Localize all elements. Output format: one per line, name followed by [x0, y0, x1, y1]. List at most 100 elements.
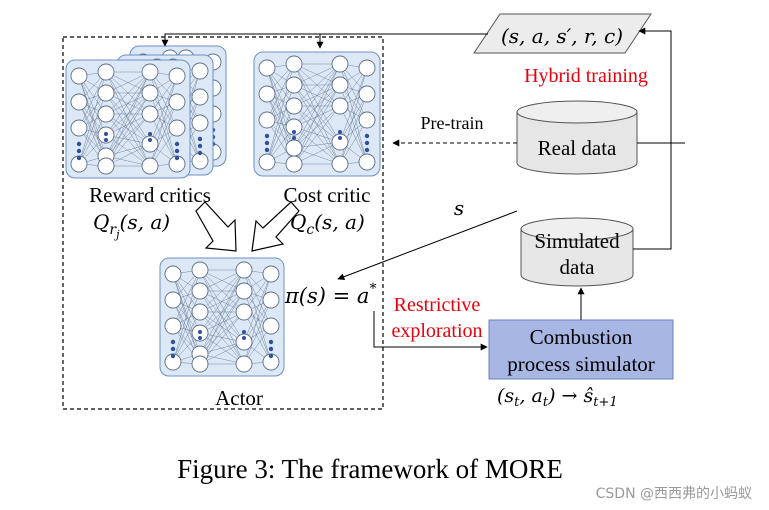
- network-node: [70, 119, 88, 137]
- simulated-data-label-line2: data: [560, 255, 596, 279]
- exploration-label: exploration: [391, 320, 482, 342]
- network-node: [168, 67, 186, 85]
- ellipsis-dot: [76, 148, 82, 154]
- pre-train-label: Pre-train: [421, 113, 484, 133]
- network-node: [97, 84, 115, 102]
- ellipsis-dot: [268, 339, 274, 345]
- transition-tuple-box: [473, 13, 652, 54]
- network-node: [191, 114, 209, 132]
- reward-critic-network-front: [65, 59, 191, 179]
- ellipsis-dot: [174, 155, 180, 161]
- network-node: [235, 282, 253, 300]
- ellipsis-dot: [104, 132, 108, 136]
- ellipsis-dot: [170, 353, 176, 359]
- ellipsis-dot: [364, 140, 370, 146]
- state-label: s: [454, 196, 464, 220]
- ellipsis-dot: [264, 133, 270, 139]
- ellipsis-dot: [170, 346, 176, 352]
- network-node: [168, 119, 186, 137]
- ellipsis-dot: [148, 132, 152, 136]
- ellipsis-dot: [174, 148, 180, 154]
- network-node: [358, 85, 376, 103]
- network-node: [331, 97, 349, 115]
- ellipsis-dot: [364, 133, 370, 139]
- network-node: [141, 105, 159, 123]
- network-node: [285, 55, 303, 73]
- ellipsis-dot: [104, 138, 108, 142]
- ellipsis-dot: [76, 141, 82, 147]
- network-node: [258, 153, 276, 171]
- ellipsis-dot: [197, 143, 203, 149]
- real-data-label: Real data: [538, 136, 617, 160]
- simulated-data-label-line1: Simulated: [534, 229, 620, 253]
- restrictive-label: Restrictive: [394, 294, 481, 316]
- network-node: [285, 118, 303, 136]
- simulator-label-line2: process simulator: [507, 352, 655, 376]
- network-node: [191, 152, 209, 170]
- hybrid-training-label: Hybrid training: [524, 65, 648, 87]
- network-node: [262, 317, 280, 335]
- network-node: [235, 261, 253, 279]
- network-node: [285, 97, 303, 115]
- network-node: [262, 291, 280, 309]
- network-node: [191, 62, 209, 80]
- reward-critics-formula: Qrj(s, a): [93, 210, 170, 241]
- network-node: [191, 355, 209, 373]
- ellipsis-dot: [198, 336, 202, 340]
- ellipsis-dot: [292, 136, 296, 140]
- simulated-data-cylinder: [520, 217, 634, 287]
- hybrid-loop-arrow: [633, 27, 672, 250]
- policy-formula: π(s) = a*: [284, 281, 376, 308]
- network-node: [191, 282, 209, 300]
- network-node: [97, 63, 115, 81]
- ellipsis-dot: [174, 141, 180, 147]
- ellipsis-dot: [268, 353, 274, 359]
- ellipsis-dot: [76, 155, 82, 161]
- network-node: [141, 84, 159, 102]
- real-data-cylinder: [516, 100, 638, 175]
- network-node: [164, 291, 182, 309]
- ellipsis-dot: [197, 150, 203, 156]
- network-node: [97, 105, 115, 123]
- watermark: CSDN @西西弗的小蚂蚁: [596, 486, 752, 502]
- network-node: [235, 303, 253, 321]
- network-node: [262, 265, 280, 283]
- cost-critic-label: Cost critic: [284, 183, 371, 207]
- ellipsis-dot: [268, 346, 274, 352]
- network-node: [331, 155, 349, 173]
- simulator-box: [488, 319, 674, 380]
- reward-critics-label: Reward critics: [89, 183, 211, 207]
- simulator-label-line1: Combustion: [530, 325, 633, 349]
- network-node: [70, 93, 88, 111]
- network-node: [285, 155, 303, 173]
- network-node: [191, 261, 209, 279]
- ellipsis-dot: [197, 136, 203, 142]
- network-node: [164, 265, 182, 283]
- network-node: [191, 88, 209, 106]
- agent-frame: [62, 36, 384, 410]
- network-node: [168, 93, 186, 111]
- reward-to-actor-block-arrow: [195, 201, 237, 252]
- network-node: [285, 139, 303, 157]
- network-node: [141, 63, 159, 81]
- ellipsis-dot: [264, 140, 270, 146]
- transition-formula: (st, at) → ŝt+1: [497, 385, 618, 410]
- network-node: [358, 153, 376, 171]
- network-node: [97, 157, 115, 175]
- network-node: [258, 59, 276, 77]
- network-node: [331, 76, 349, 94]
- ellipsis-dot: [338, 136, 342, 140]
- cost-critic-formula: Qc(s, a): [290, 210, 365, 238]
- network-node: [191, 303, 209, 321]
- state-to-actor-arrow: [337, 210, 518, 281]
- network-node: [141, 157, 159, 175]
- ellipsis-dot: [148, 138, 152, 142]
- ellipsis-dot: [242, 336, 246, 340]
- ellipsis-dot: [364, 147, 370, 153]
- ellipsis-dot: [242, 330, 246, 334]
- network-node: [358, 111, 376, 129]
- network-node: [358, 59, 376, 77]
- network-node: [235, 355, 253, 373]
- ellipsis-dot: [170, 339, 176, 345]
